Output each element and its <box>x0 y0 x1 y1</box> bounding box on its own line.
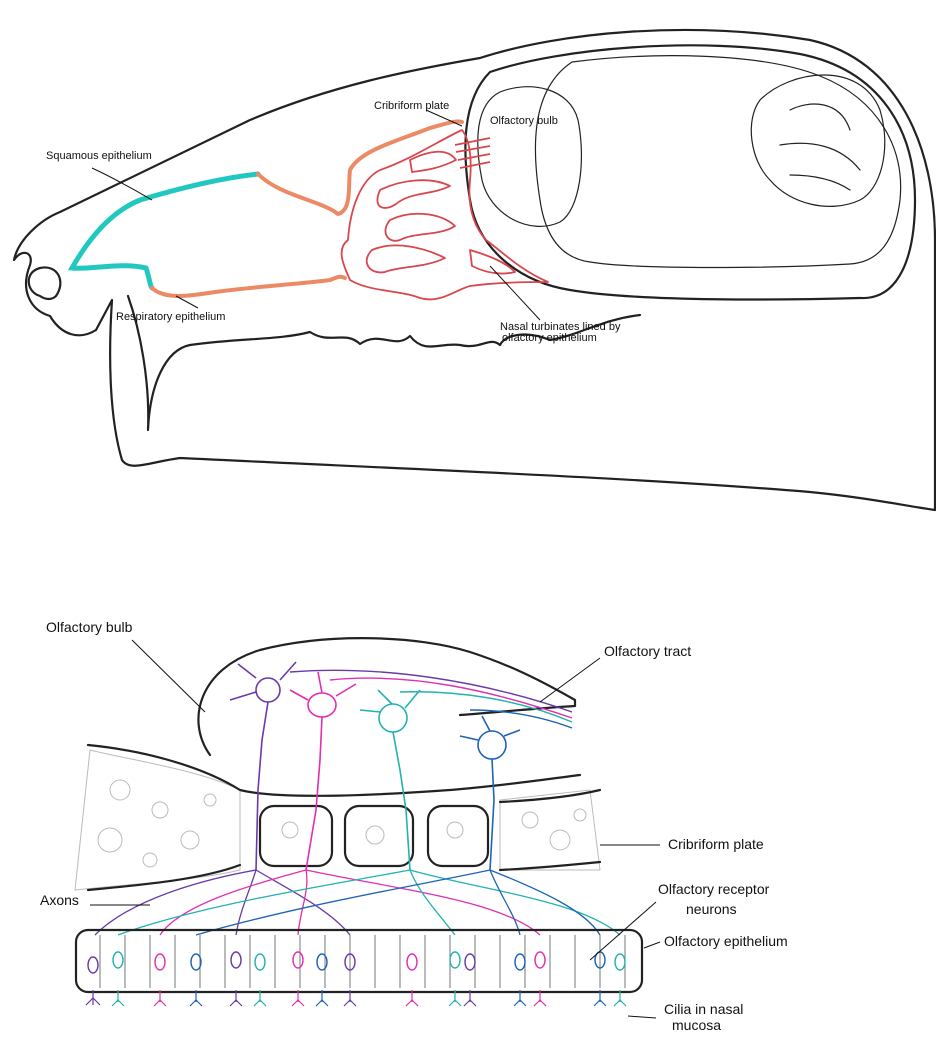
brain-inner <box>535 56 900 268</box>
foramen-2 <box>345 806 413 866</box>
label-olfactory-bulb-top: Olfactory bulb <box>490 115 558 127</box>
leader-olfactory-bulb <box>132 640 205 712</box>
skull-outline <box>14 30 935 510</box>
cribriform-bone <box>88 745 580 796</box>
epithelium-cells <box>100 935 625 988</box>
leader-cilia <box>628 1016 656 1018</box>
skull-diagram: Cribriform plate Olfactory bulb Squamous… <box>14 30 935 510</box>
label-receptor-neurons-1: Olfactory receptor <box>658 881 770 897</box>
leader-epithelium <box>644 942 660 948</box>
mitral-cells <box>230 662 520 870</box>
nasal-turbinates <box>342 130 548 299</box>
olfactory-bulb <box>198 638 575 755</box>
label-turbinates-2: olfactory epithelium <box>502 332 597 344</box>
receptor-neurons <box>88 952 625 973</box>
neuron-diagram: Olfactory bulb Olfactory tract Cribrifor… <box>40 619 788 1033</box>
label-olfactory-tract: Olfactory tract <box>604 643 691 659</box>
cribriform-bone-lower <box>88 862 600 890</box>
respiratory-epithelium-line <box>152 121 462 296</box>
label-cilia-2: mucosa <box>672 1017 721 1033</box>
mitral-cell-blue <box>460 716 520 870</box>
braincase-outline <box>465 45 915 299</box>
label-respiratory-epithelium: Respiratory epithelium <box>116 311 225 323</box>
olfactory-bulb-shape <box>478 87 582 227</box>
cerebellum <box>751 75 885 206</box>
skull-nose <box>29 267 61 299</box>
label-receptor-neurons-2: neurons <box>686 901 737 917</box>
squamous-epithelium-line <box>72 174 258 288</box>
leader-respiratory <box>176 296 198 308</box>
cribriform-bone-right <box>500 790 600 802</box>
olfactory-tract-fibers <box>290 670 572 728</box>
label-axons: Axons <box>40 892 79 908</box>
mitral-cell-teal <box>360 690 420 870</box>
leader-olfactory-tract <box>540 658 600 702</box>
label-olfactory-bulb: Olfactory bulb <box>46 619 133 635</box>
olfactory-epithelium-band <box>76 930 642 992</box>
cribriform-nerves <box>455 138 490 168</box>
label-cribriform-plate: Cribriform plate <box>374 100 449 112</box>
label-olfactory-epithelium: Olfactory epithelium <box>664 933 788 949</box>
label-cilia-1: Cilia in nasal <box>664 1001 743 1017</box>
label-squamous-epithelium: Squamous epithelium <box>46 150 152 162</box>
foramen-3 <box>428 806 488 866</box>
label-cribriform-plate-bottom: Cribriform plate <box>668 836 764 852</box>
